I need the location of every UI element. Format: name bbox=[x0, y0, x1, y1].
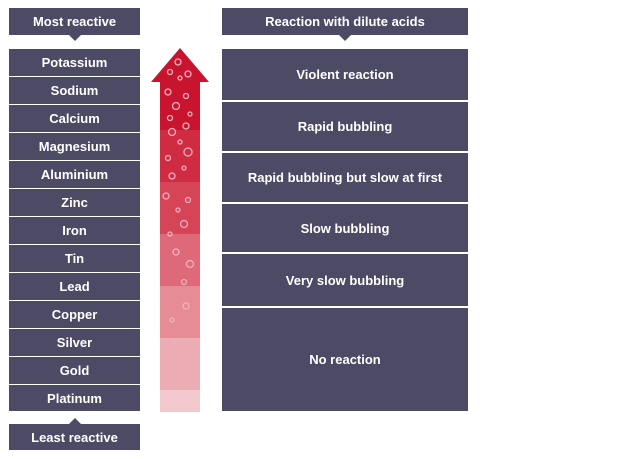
metal-zinc: Zinc bbox=[9, 189, 140, 216]
arrow-band-5 bbox=[160, 286, 200, 338]
bubble bbox=[172, 248, 180, 256]
bubble bbox=[168, 172, 176, 180]
bubble bbox=[177, 139, 183, 145]
bubble bbox=[162, 192, 170, 200]
bubble bbox=[175, 207, 181, 213]
bubbles bbox=[162, 58, 195, 345]
reaction-very-slow-bubbling: Very slow bubbling bbox=[222, 254, 468, 306]
metal-tin: Tin bbox=[9, 245, 140, 272]
metal-calcium: Calcium bbox=[9, 105, 140, 132]
metal-magnesium: Magnesium bbox=[9, 133, 140, 160]
bubble bbox=[171, 339, 177, 345]
bubble bbox=[184, 70, 192, 78]
reaction-violent: Violent reaction bbox=[222, 49, 468, 100]
bubble bbox=[180, 278, 188, 286]
metal-aluminium: Aluminium bbox=[9, 161, 140, 188]
metal-iron: Iron bbox=[9, 217, 140, 244]
bubble bbox=[179, 219, 189, 229]
arrow-band-6 bbox=[160, 338, 200, 390]
metal-copper: Copper bbox=[9, 301, 140, 328]
bubble bbox=[184, 196, 192, 204]
reaction-header: Reaction with dilute acids bbox=[222, 8, 468, 41]
bubble bbox=[185, 259, 195, 269]
bubble bbox=[167, 231, 173, 237]
reactivity-arrow bbox=[151, 48, 209, 412]
bubble bbox=[187, 111, 193, 117]
bubble bbox=[169, 317, 175, 323]
bubble bbox=[174, 58, 182, 66]
bubble bbox=[166, 114, 174, 122]
most-reactive-label: Most reactive bbox=[9, 8, 140, 41]
bubble bbox=[182, 302, 190, 310]
reaction-slow-bubbling: Slow bubbling bbox=[222, 204, 468, 252]
bubble bbox=[167, 127, 177, 137]
arrow-band-3 bbox=[160, 182, 200, 234]
bubble bbox=[166, 68, 174, 76]
bubble bbox=[181, 165, 187, 171]
reaction-rapid-bubbling: Rapid bubbling bbox=[222, 102, 468, 151]
arrow-body bbox=[160, 82, 200, 412]
least-reactive-label: Least reactive bbox=[9, 418, 140, 450]
bubble bbox=[177, 75, 183, 81]
arrow-band-7 bbox=[160, 390, 200, 412]
bubble bbox=[182, 92, 190, 100]
metal-gold: Gold bbox=[9, 357, 140, 384]
metal-potassium: Potassium bbox=[9, 49, 140, 76]
bubble bbox=[182, 122, 190, 130]
bubble bbox=[183, 147, 193, 157]
bubble bbox=[164, 88, 172, 96]
reaction-none: No reaction bbox=[222, 308, 468, 411]
arrow-band-4 bbox=[160, 234, 200, 286]
metal-silver: Silver bbox=[9, 329, 140, 356]
bubble bbox=[171, 101, 181, 111]
bubble bbox=[164, 154, 172, 162]
reaction-rapid-slow-first: Rapid bubbling but slow at first bbox=[222, 153, 468, 202]
metal-lead: Lead bbox=[9, 273, 140, 300]
metal-platinum: Platinum bbox=[9, 385, 140, 411]
metal-sodium: Sodium bbox=[9, 77, 140, 104]
